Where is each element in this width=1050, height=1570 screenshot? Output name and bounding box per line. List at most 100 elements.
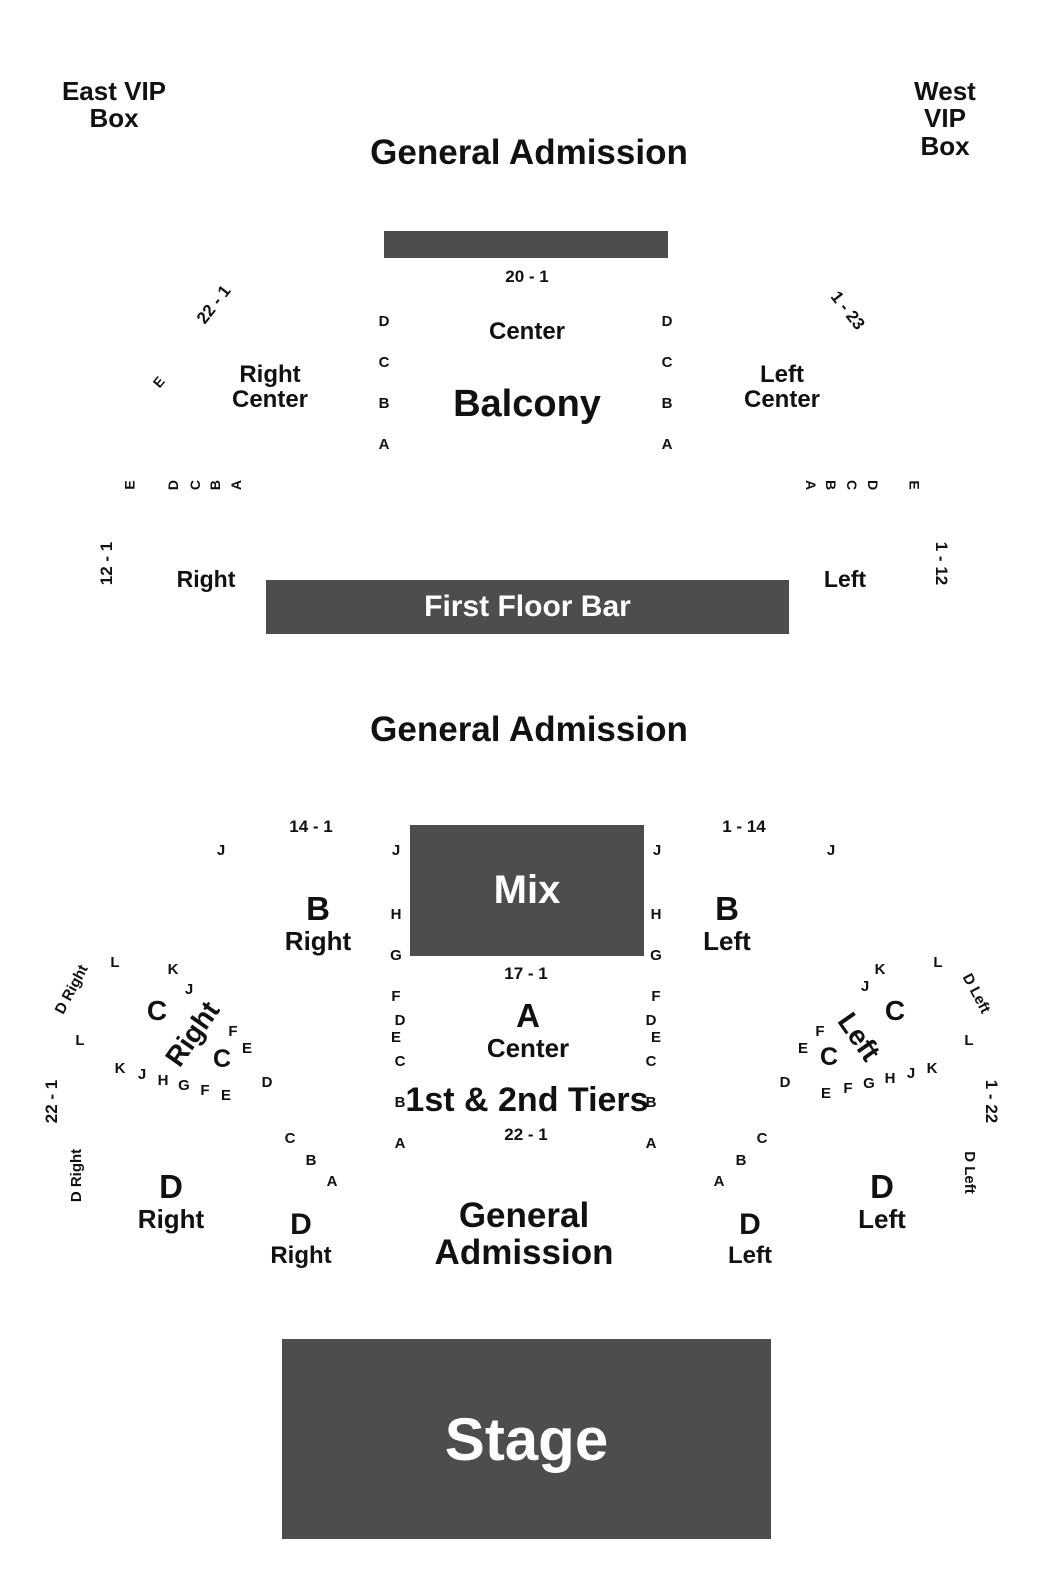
balcony-center-rows-right: D C B A xyxy=(657,291,677,476)
d-left-inner-letter[interactable]: D xyxy=(739,1208,761,1241)
c-left-row-f-top: F xyxy=(815,1023,825,1040)
b-right-range: 14 - 1 xyxy=(289,817,333,836)
d-right-lower-side-label: D Right xyxy=(68,1148,86,1203)
b-left-letter[interactable]: B xyxy=(715,890,739,927)
row-b: B xyxy=(378,394,390,412)
c-left-row-l-bottom: L xyxy=(964,1032,974,1049)
b-left-inner-row-j: J xyxy=(652,842,662,859)
row-b: B xyxy=(661,394,673,412)
row-c: C xyxy=(645,1052,657,1070)
a-center-word[interactable]: Center xyxy=(486,1033,570,1063)
balcony-left-row-c: C xyxy=(844,479,861,491)
row-g: G xyxy=(650,946,662,964)
b-right-word[interactable]: Right xyxy=(284,926,352,956)
balcony-left-label[interactable]: Left xyxy=(823,566,867,592)
a-letter[interactable]: A xyxy=(516,997,540,1034)
b-left-word[interactable]: Left xyxy=(703,926,751,956)
mix-booth: Mix xyxy=(410,825,644,956)
c-right-row-k-top: K xyxy=(167,961,179,978)
balcony-right-row-e: E xyxy=(121,480,138,490)
row-d: D xyxy=(378,312,390,330)
balcony-center-label[interactable]: Center xyxy=(488,318,566,345)
balcony-left-center[interactable]: Left Center xyxy=(743,361,821,414)
row-h: H xyxy=(390,905,402,923)
c-right-row-f: F xyxy=(200,1082,210,1099)
balcony-right-center[interactable]: Right Center xyxy=(231,361,309,414)
c-left-row-e-top: E xyxy=(797,1040,809,1057)
row-a: A xyxy=(661,435,673,453)
pit-general-admission[interactable]: General Admission xyxy=(434,1196,614,1272)
balcony-right-label[interactable]: Right xyxy=(176,566,236,592)
row-d: D xyxy=(661,312,673,330)
b-right-outer-row-j: J xyxy=(216,842,226,859)
d-left-outer-letter[interactable]: D xyxy=(870,1168,894,1205)
c-right-outer-letter[interactable]: C xyxy=(146,995,168,1026)
balcony-title: Balcony xyxy=(453,383,601,425)
balcony-left-center-range: 1 - 23 xyxy=(826,287,869,334)
c-left-row-k-top: K xyxy=(874,961,886,978)
balcony-center-row-range: 20 - 1 xyxy=(505,267,549,286)
c-right-row-k: K xyxy=(114,1060,126,1077)
c-right-row-h: H xyxy=(157,1072,169,1089)
balcony-right-row-b: B xyxy=(207,479,224,491)
c-right-row-l-bottom: L xyxy=(75,1032,85,1049)
d-left-outer-word[interactable]: Left xyxy=(858,1204,906,1234)
c-right-row-f-top: F xyxy=(228,1023,238,1040)
c-left-inner-letter[interactable]: C xyxy=(819,1043,839,1071)
row-g: G xyxy=(390,946,402,964)
balcony-left-row-a: A xyxy=(803,479,820,491)
d-left-row-a: A xyxy=(713,1173,725,1190)
c-left-row-h: H xyxy=(884,1070,896,1087)
d-right-upper-side-label: D Right xyxy=(51,961,92,1018)
range-22-1-right: 22 - 1 xyxy=(42,1079,62,1124)
a-range: 17 - 1 xyxy=(504,964,548,983)
tiers-bottom-range: 22 - 1 xyxy=(504,1125,548,1144)
c-right-inner-letter[interactable]: C xyxy=(212,1045,232,1073)
floor-general-admission[interactable]: General Admission xyxy=(370,710,688,749)
a-rows-left-side: D C B A xyxy=(641,990,661,1175)
range-1-22-left: 1 - 22 xyxy=(982,1079,1002,1124)
tiers-title: 1st & 2nd Tiers xyxy=(405,1081,649,1119)
east-vip-box[interactable]: East VIP Box xyxy=(61,76,167,134)
c-left-row-g: G xyxy=(863,1075,875,1092)
c-right-row-e-top: E xyxy=(241,1040,253,1057)
c-left-outer-letter[interactable]: C xyxy=(884,995,906,1026)
balcony-right-row-a: A xyxy=(228,479,245,491)
row-c: C xyxy=(378,353,390,371)
c-right-row-l-top: L xyxy=(110,954,120,971)
row-c: C xyxy=(661,353,673,371)
d-right-outer-letter[interactable]: D xyxy=(159,1168,183,1205)
d-left-inner-word[interactable]: Left xyxy=(728,1242,772,1269)
c-left-row-d: D xyxy=(779,1074,791,1091)
row-a: A xyxy=(645,1134,657,1152)
west-vip-box[interactable]: West VIP Box xyxy=(914,76,976,161)
c-right-row-e: E xyxy=(220,1087,232,1104)
d-left-row-b: B xyxy=(735,1152,747,1169)
balcony-left-range: 1 - 12 xyxy=(932,541,952,586)
d-right-inner-word[interactable]: Right xyxy=(270,1242,332,1269)
c-right-row-g: G xyxy=(178,1077,190,1094)
d-right-outer-word[interactable]: Right xyxy=(137,1204,205,1234)
balcony-right-center-row-e: E xyxy=(149,373,168,391)
mix-rows-right-side: H G F E xyxy=(386,884,406,1069)
c-left-row-j: J xyxy=(906,1065,916,1082)
balcony-right-row-c: C xyxy=(187,479,204,491)
c-left-word[interactable]: Left xyxy=(831,1006,887,1067)
c-right-row-d: D xyxy=(261,1074,273,1091)
balcony-center-rows-left: D C B A xyxy=(374,291,394,476)
d-right-inner-letter[interactable]: D xyxy=(290,1208,312,1241)
row-h: H xyxy=(650,905,662,923)
row-b: B xyxy=(394,1093,406,1111)
row-e: E xyxy=(650,1028,661,1046)
balcony-general-admission[interactable]: General Admission xyxy=(370,133,688,172)
balcony-right-range: 12 - 1 xyxy=(97,541,117,586)
b-left-outer-row-j: J xyxy=(826,842,836,859)
c-left-row-k: K xyxy=(926,1060,938,1077)
row-d: D xyxy=(645,1011,657,1029)
c-left-row-e: E xyxy=(820,1085,832,1102)
d-left-row-c: C xyxy=(756,1130,768,1147)
b-right-letter[interactable]: B xyxy=(306,890,330,927)
c-right-row-j: J xyxy=(137,1066,147,1083)
d-right-row-c: C xyxy=(284,1130,296,1147)
row-c: C xyxy=(394,1052,406,1070)
